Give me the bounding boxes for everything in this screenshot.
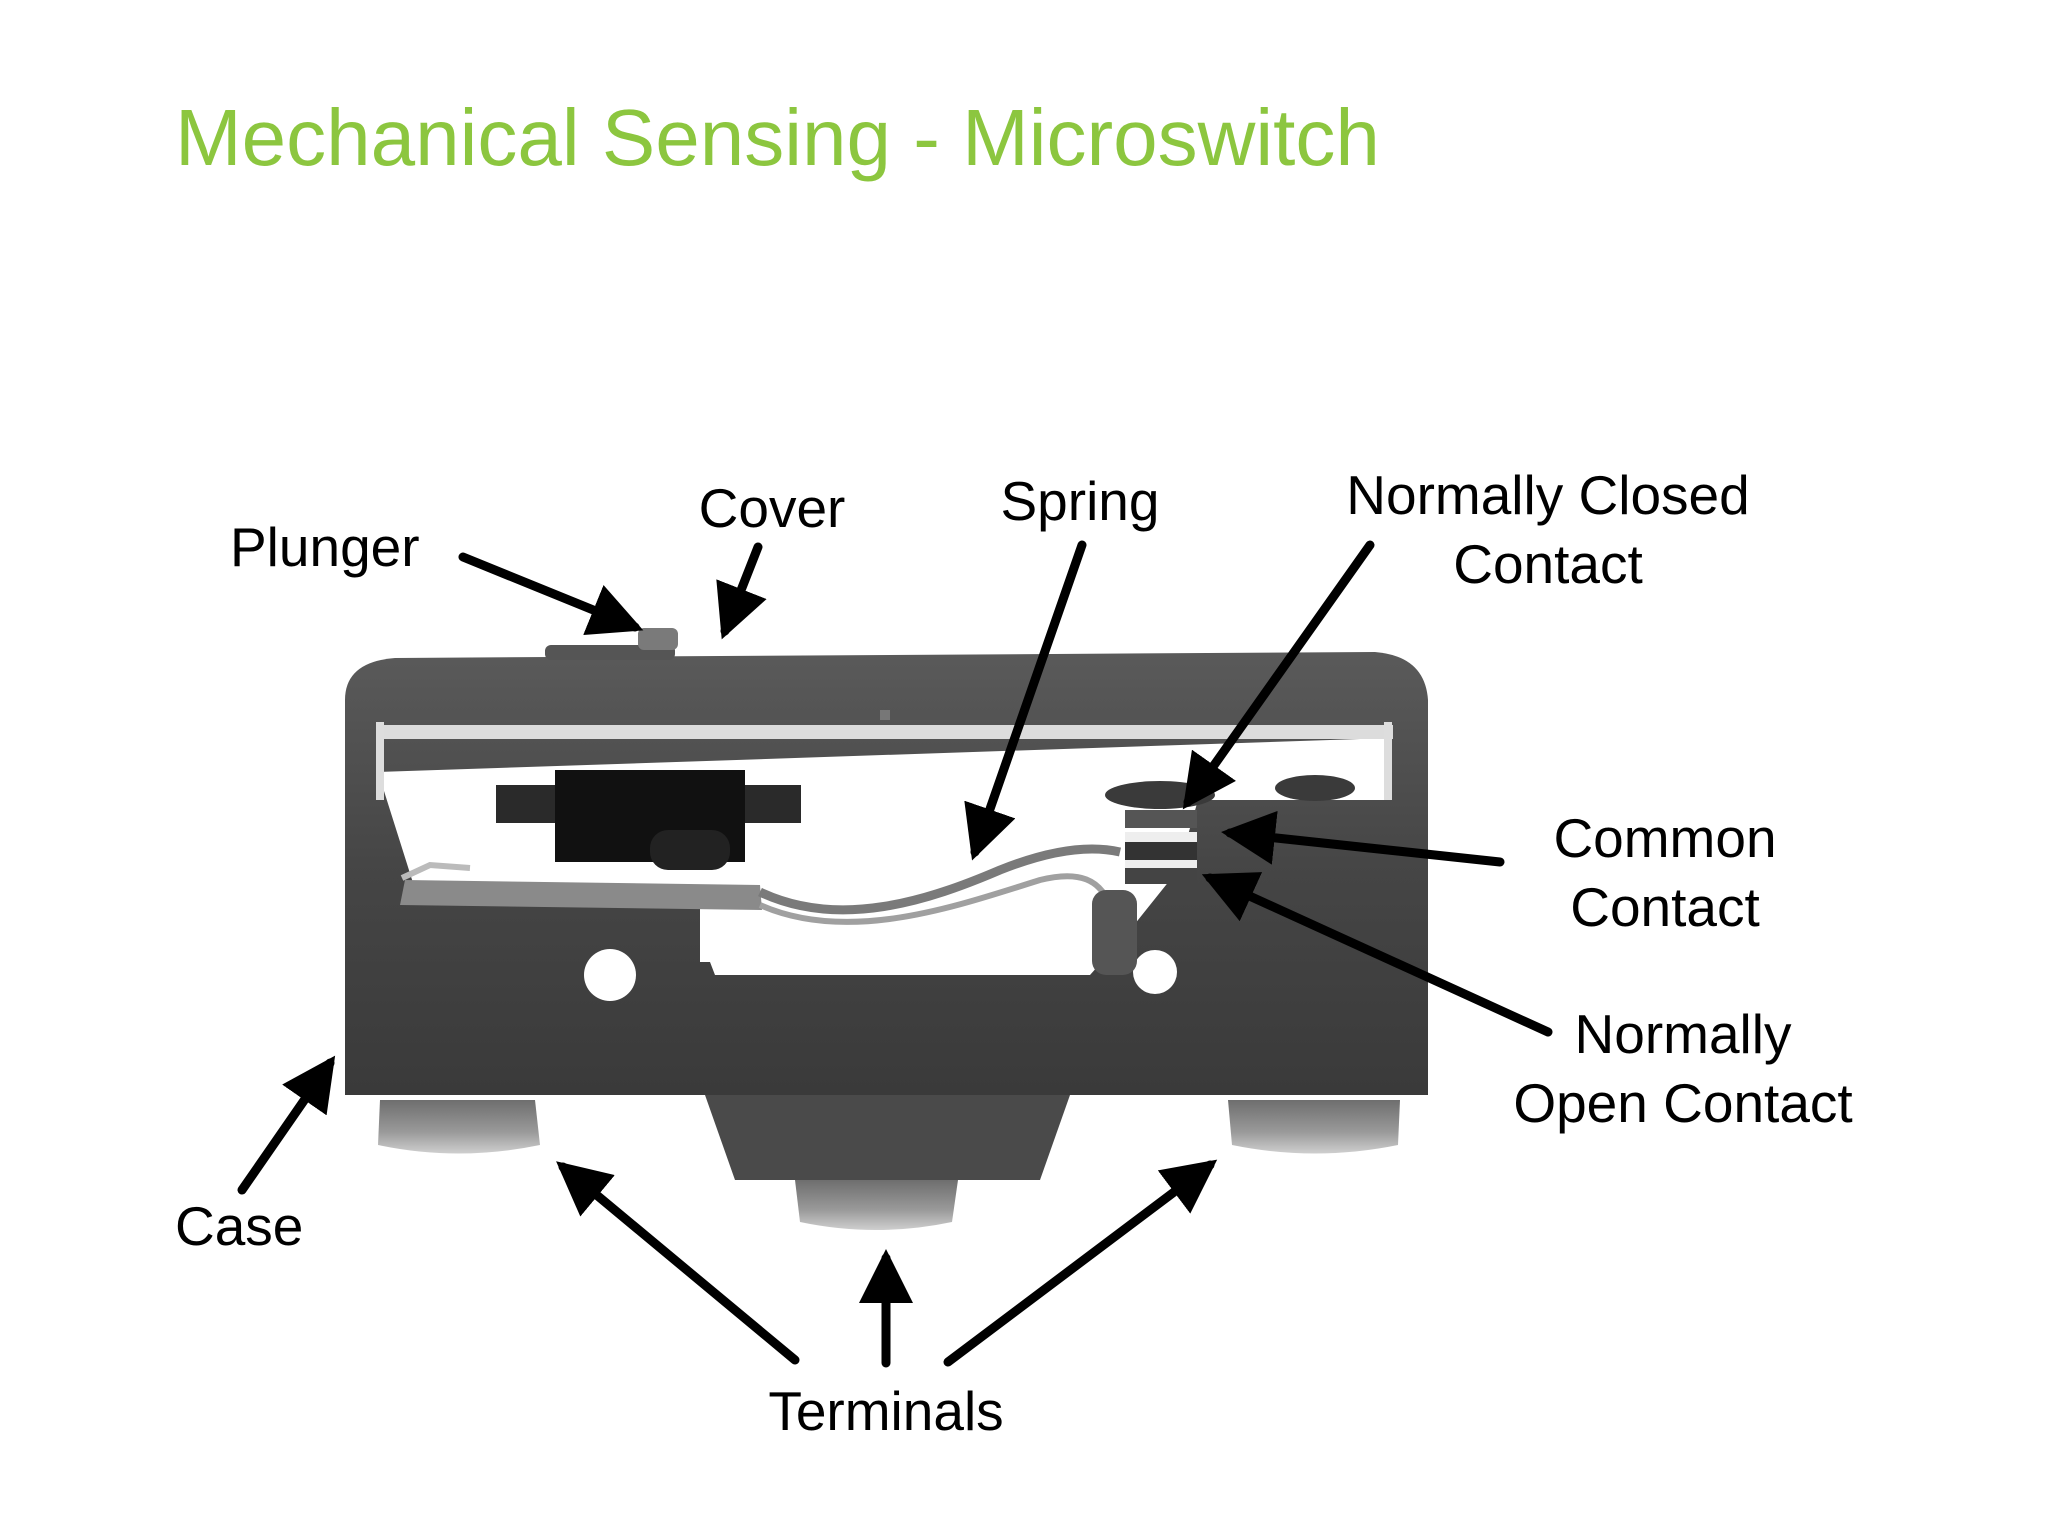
common-contact-label-line2: Contact	[1570, 876, 1760, 938]
no-contact-arrow	[1201, 872, 1553, 1037]
terminals-label: Terminals	[768, 1380, 1003, 1442]
lever-arm	[400, 861, 762, 910]
case-label: Case	[175, 1195, 303, 1257]
cover-label: Cover	[699, 477, 846, 539]
nc-contact-arrow	[1182, 540, 1375, 810]
terminals	[378, 1100, 1400, 1230]
plunger-label: Plunger	[230, 516, 420, 578]
nc-contact-label-line1: Normally Closed	[1346, 464, 1749, 526]
page-title: Mechanical Sensing - Microswitch	[175, 93, 1380, 182]
spring-arrow	[964, 540, 1087, 861]
plunger-arrow	[458, 552, 644, 636]
spring	[758, 844, 1122, 925]
no-contact-label-line1: Normally	[1575, 1003, 1792, 1065]
common-contact-label-line1: Common	[1553, 807, 1776, 869]
terminal-left-arrow	[556, 1161, 800, 1365]
common-contact-arrow	[1221, 810, 1505, 867]
nc-contact-label-line2: Contact	[1453, 533, 1643, 595]
case-arrow	[237, 1055, 336, 1195]
no-contact-label-line2: Open Contact	[1513, 1072, 1852, 1134]
actuator-block	[496, 770, 801, 870]
spring-label: Spring	[1001, 470, 1160, 532]
contact-stack	[880, 710, 1355, 975]
cover-arrow	[716, 542, 767, 640]
terminal-right-arrow	[943, 1159, 1218, 1367]
